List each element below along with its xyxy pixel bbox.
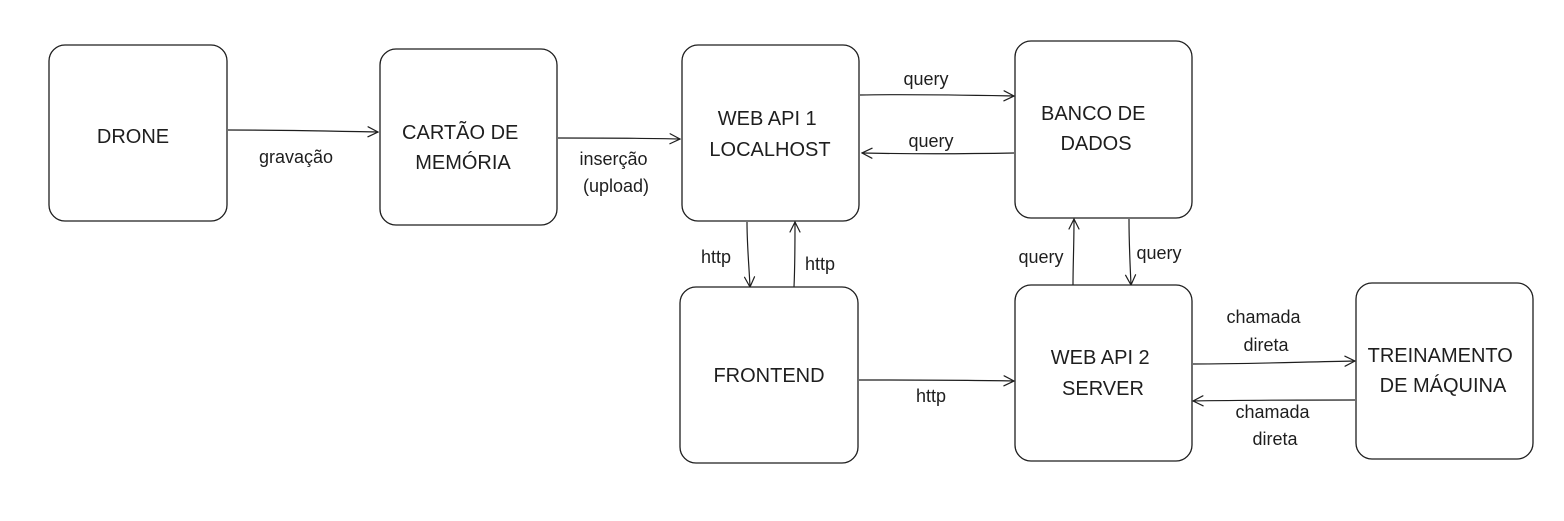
node-box <box>379 48 558 226</box>
edge-line <box>1073 219 1074 286</box>
node-box <box>1355 282 1534 460</box>
node-frontend: FRONTEND <box>679 286 859 464</box>
edge-frontend-to-api1: http <box>794 222 835 288</box>
edge-label: http <box>805 254 835 274</box>
node-label: TREINAMENTO DE MÁQUINA <box>1368 345 1519 397</box>
edge-label: query <box>1018 247 1063 267</box>
edge-line <box>227 130 378 132</box>
node-box <box>1014 284 1193 462</box>
edge-label: query <box>1136 243 1181 263</box>
edge-line <box>859 95 1014 96</box>
node-box <box>679 286 859 464</box>
edge-db-to-api1: query <box>862 131 1015 154</box>
node-label: WEB API 1 LOCALHOST <box>709 108 830 161</box>
edge-ml-to-api2: chamada direta <box>1193 400 1356 449</box>
node-web-api-2: WEB API 2 SERVER <box>1014 284 1193 462</box>
node-ml-training: TREINAMENTO DE MÁQUINA <box>1355 282 1534 460</box>
edge-api2-to-db: query <box>1018 219 1074 286</box>
edge-label: inserção (upload) <box>579 149 652 196</box>
edge-api2-to-ml: chamada direta <box>1192 307 1355 364</box>
node-box <box>48 44 228 222</box>
node-label: CARTÃO DE MEMÓRIA <box>402 120 524 174</box>
edge-line <box>747 221 750 287</box>
edge-api1-to-db: query <box>859 69 1014 96</box>
node-label: BANCO DE DADOS <box>1041 103 1151 155</box>
node-box <box>681 44 860 222</box>
edge-label: query <box>908 131 953 151</box>
node-drone: DRONE <box>48 44 228 222</box>
edge-line <box>557 138 680 139</box>
edge-line <box>1129 218 1131 285</box>
edge-label: http <box>916 386 946 406</box>
edge-drone-to-card: gravação <box>227 130 378 167</box>
edge-label: chamada direta <box>1235 402 1314 449</box>
node-label: DRONE <box>97 126 169 148</box>
edge-card-to-api1: inserção (upload) <box>557 138 680 196</box>
edge-line <box>1193 400 1356 401</box>
edge-db-to-api2: query <box>1129 218 1182 285</box>
node-web-api-1: WEB API 1 LOCALHOST <box>681 44 860 222</box>
node-label: FRONTEND <box>713 365 824 387</box>
edge-line <box>794 222 795 288</box>
node-memory-card: CARTÃO DE MEMÓRIA <box>379 48 558 226</box>
edge-frontend-to-api2: http <box>858 380 1014 406</box>
edge-label: query <box>903 69 948 89</box>
edge-api1-to-frontend: http <box>701 221 750 287</box>
edge-line <box>1192 361 1355 364</box>
node-box <box>1014 40 1193 219</box>
edge-label: http <box>701 247 731 267</box>
edge-line <box>858 380 1014 381</box>
node-label: WEB API 2 SERVER <box>1051 347 1156 400</box>
edge-line <box>862 153 1015 154</box>
node-database: BANCO DE DADOS <box>1014 40 1193 219</box>
edge-label: chamada direta <box>1226 307 1305 355</box>
edge-label: gravação <box>259 147 333 167</box>
